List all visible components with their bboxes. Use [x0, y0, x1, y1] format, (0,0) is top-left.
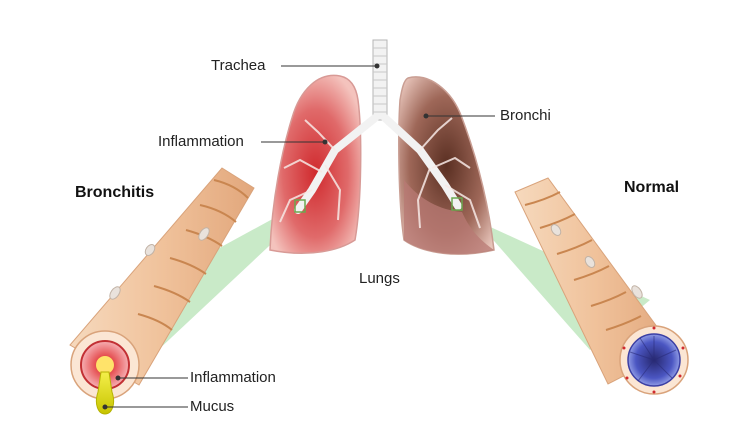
inflammation-label-lung: Inflammation [158, 133, 244, 150]
mucus-label: Mucus [190, 398, 235, 415]
trachea-and-bronchi [279, 39, 481, 229]
lungs-label: Lungs [359, 270, 400, 287]
left-lung [269, 74, 362, 255]
bronchi-label: Bronchi [500, 107, 551, 124]
bronchitis-heading: Bronchitis [75, 184, 155, 201]
normal-airway-tube [514, 177, 689, 395]
trachea-label: Trachea [211, 57, 266, 74]
normal-heading: Normal [624, 179, 680, 196]
right-lung [398, 76, 495, 255]
inflammation-label-airway: Inflammation [190, 369, 276, 386]
bronchitis-airway-tube [69, 167, 255, 415]
leader-lines [102, 63, 495, 410]
